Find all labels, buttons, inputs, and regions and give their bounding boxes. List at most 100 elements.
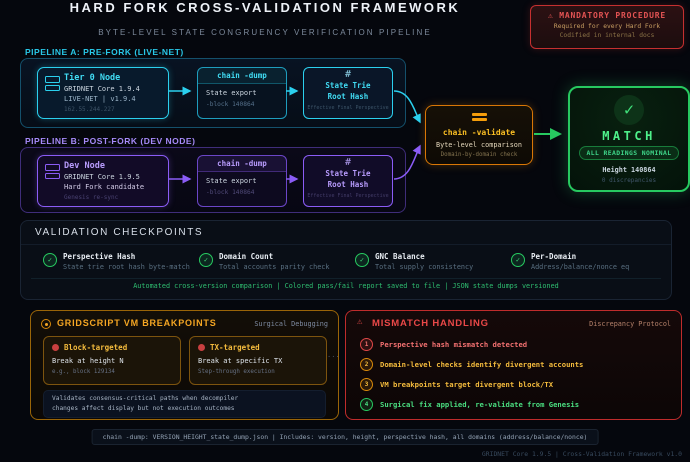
mandatory-line1: Required for every Hard Fork bbox=[553, 23, 661, 30]
step-text: Domain-level checks identify divergent a… bbox=[380, 360, 584, 369]
mismatch-title: MISMATCH HANDLING bbox=[372, 318, 489, 329]
check-icon: ✓ bbox=[199, 253, 213, 267]
match-result-box: ✓ MATCH ALL READINGS NOMINAL Height 1408… bbox=[568, 86, 690, 192]
chain-dump-a-title: chain -dump bbox=[198, 68, 286, 84]
state-trie-b-box: # State Trie Root Hash Effective Final P… bbox=[303, 155, 393, 207]
state-trie-a-box: # State Trie Root Hash Effective Final P… bbox=[303, 67, 393, 119]
page-subtitle: BYTE-LEVEL STATE CONGRUENCY VERIFICATION… bbox=[98, 28, 432, 37]
chain-dump-a-line1: State export bbox=[206, 89, 257, 97]
breakpoints-note: Validates consensus-critical paths when … bbox=[43, 390, 326, 419]
check-circle-icon: ✓ bbox=[614, 95, 644, 125]
page-title: HARD FORK CROSS-VALIDATION FRAMEWORK bbox=[69, 0, 461, 15]
validation-checkpoints-panel: VALIDATION CHECKPOINTS ✓ Perspective Has… bbox=[20, 220, 672, 300]
step-number: 1 bbox=[360, 338, 373, 351]
node-b-line1: GRIDNET Core 1.9.5 bbox=[64, 173, 140, 181]
chain-dump-a-line2: -block 140864 bbox=[206, 101, 255, 108]
match-badge: ALL READINGS NOMINAL bbox=[579, 146, 679, 160]
server-icon bbox=[45, 76, 60, 93]
node-a-line1: GRIDNET Core 1.9.4 bbox=[64, 85, 140, 93]
checkpoints-heading: VALIDATION CHECKPOINTS bbox=[35, 227, 204, 238]
chain-dump-b-line2: -block 140864 bbox=[206, 189, 255, 196]
dump-format-pill: chain -dump: VERSION_HEIGHT_state_dump.j… bbox=[91, 429, 599, 445]
mismatch-handling-panel: ⚠ MISMATCH HANDLING Discrepancy Protocol… bbox=[345, 310, 682, 420]
step-text: VM breakpoints target divergent block/TX bbox=[380, 380, 554, 389]
node-b-line2: Hard Fork candidate bbox=[64, 183, 145, 191]
pipeline-a-container: Tier 0 Node GRIDNET Core 1.9.4 LIVE-NET … bbox=[20, 58, 406, 128]
match-height: Height 140864 bbox=[602, 166, 656, 174]
hash-icon: # bbox=[344, 157, 352, 168]
step-number: 3 bbox=[360, 378, 373, 391]
pipeline-b-label: PIPELINE B: POST-FORK (DEV NODE) bbox=[25, 136, 196, 146]
validate-title: chain -validate bbox=[442, 128, 516, 137]
note-line2: changes affect display but not execution… bbox=[52, 405, 235, 413]
chain-dump-b-title: chain -dump bbox=[198, 156, 286, 172]
checkpoint-desc: Address/balance/nonce eq bbox=[531, 263, 630, 271]
checkpoint-title: GNC Balance bbox=[375, 252, 425, 261]
trie-b-caption: Effective Final Perspective bbox=[307, 193, 389, 199]
step-text: Perspective hash mismatch detected bbox=[380, 340, 528, 349]
card-line1: Break at height N bbox=[52, 357, 124, 365]
mandatory-line2: Codified in internal docs bbox=[559, 32, 655, 39]
block-targeted-card: Block-targeted Break at height N e.g., b… bbox=[43, 336, 181, 385]
step-text: Surgical fix applied, re-validate from G… bbox=[380, 400, 580, 409]
node-b-title: Dev Node bbox=[64, 161, 105, 171]
pipeline-a-label: PIPELINE A: PRE-FORK (LIVE-NET) bbox=[25, 47, 184, 57]
dev-node-box: Dev Node GRIDNET Core 1.9.5 Hard Fork ca… bbox=[37, 155, 169, 207]
checkpoint-desc: Total accounts parity check bbox=[219, 263, 330, 271]
tx-targeted-card: TX-targeted Break at specific TX Step-th… bbox=[189, 336, 327, 385]
mandatory-procedure-box: ⚠ MANDATORY PROCEDURE Required for every… bbox=[530, 5, 684, 49]
trie-b-title2: Root Hash bbox=[327, 180, 369, 189]
breakpoint-dot-icon bbox=[52, 344, 59, 351]
warning-icon: ⚠ bbox=[357, 317, 363, 327]
server-icon bbox=[45, 164, 60, 181]
check-icon: ✓ bbox=[355, 253, 369, 267]
trie-a-caption: Effective Final Perspective bbox=[307, 105, 389, 111]
node-a-title: Tier 0 Node bbox=[64, 73, 121, 83]
ellipsis-decoration: ... bbox=[327, 351, 340, 359]
chain-dump-b-line1: State export bbox=[206, 177, 257, 185]
node-b-line3: Genesis re-sync bbox=[64, 194, 119, 201]
match-discrepancies: 0 discrepancies bbox=[601, 177, 657, 184]
checkpoint-title: Domain Count bbox=[219, 252, 274, 261]
checkpoint-title: Perspective Hash bbox=[63, 252, 136, 261]
card-title: Block-targeted bbox=[64, 343, 128, 352]
match-title: MATCH bbox=[602, 129, 656, 143]
validate-line1: Byte-level comparison bbox=[436, 141, 522, 149]
tier0-node-box: Tier 0 Node GRIDNET Core 1.9.4 LIVE-NET … bbox=[37, 67, 169, 119]
checkpoints-header: VALIDATION CHECKPOINTS bbox=[21, 221, 671, 245]
hash-icon: # bbox=[344, 69, 352, 80]
warning-icon: ⚠ bbox=[548, 11, 554, 20]
version-credit: GRIDNET Core 1.9.5 | Cross-Validation Fr… bbox=[481, 450, 682, 458]
vm-breakpoints-panel: GRIDSCRIPT VM BREAKPOINTS Surgical Debug… bbox=[30, 310, 340, 420]
validate-line2: Domain-by-domain check bbox=[440, 152, 518, 158]
trie-a-title1: State Trie bbox=[325, 81, 371, 90]
checkpoint-desc: State trie root hash byte-match bbox=[63, 263, 190, 271]
check-icon: ✓ bbox=[43, 253, 57, 267]
check-icon: ✓ bbox=[511, 253, 525, 267]
checkpoint-title: Per-Domain bbox=[531, 252, 577, 261]
checkpoints-footer: Automated cross-version comparison | Col… bbox=[133, 282, 559, 290]
card-line1: Break at specific TX bbox=[198, 357, 283, 365]
trie-a-title2: Root Hash bbox=[327, 92, 369, 101]
node-a-ip: 162.55.244.227 bbox=[64, 106, 115, 113]
breakpoints-title: GRIDSCRIPT VM BREAKPOINTS bbox=[57, 318, 217, 328]
breakpoint-dot-icon bbox=[198, 344, 205, 351]
pipeline-b-container: Dev Node GRIDNET Core 1.9.5 Hard Fork ca… bbox=[20, 147, 406, 213]
step-number: 2 bbox=[360, 358, 373, 371]
chain-dump-b-box: chain -dump State export -block 140864 bbox=[197, 155, 287, 207]
node-a-line2: LIVE-NET | v1.9.4 bbox=[64, 95, 136, 103]
card-line2: Step-through execution bbox=[198, 369, 275, 375]
mandatory-title: ⚠ MANDATORY PROCEDURE bbox=[548, 11, 666, 20]
target-icon bbox=[41, 319, 51, 329]
breakpoints-tag: Surgical Debugging bbox=[254, 320, 328, 328]
chain-dump-a-box: chain -dump State export -block 140864 bbox=[197, 67, 287, 119]
card-line2: e.g., block 129134 bbox=[52, 369, 115, 375]
trie-b-title1: State Trie bbox=[325, 169, 371, 178]
equals-icon bbox=[426, 106, 532, 121]
mismatch-tag: Discrepancy Protocol bbox=[589, 320, 671, 328]
chain-validate-box: chain -validate Byte-level comparison Do… bbox=[425, 105, 533, 165]
card-title: TX-targeted bbox=[210, 343, 260, 352]
checkpoint-desc: Total supply consistency bbox=[375, 263, 474, 271]
divider bbox=[31, 278, 661, 279]
